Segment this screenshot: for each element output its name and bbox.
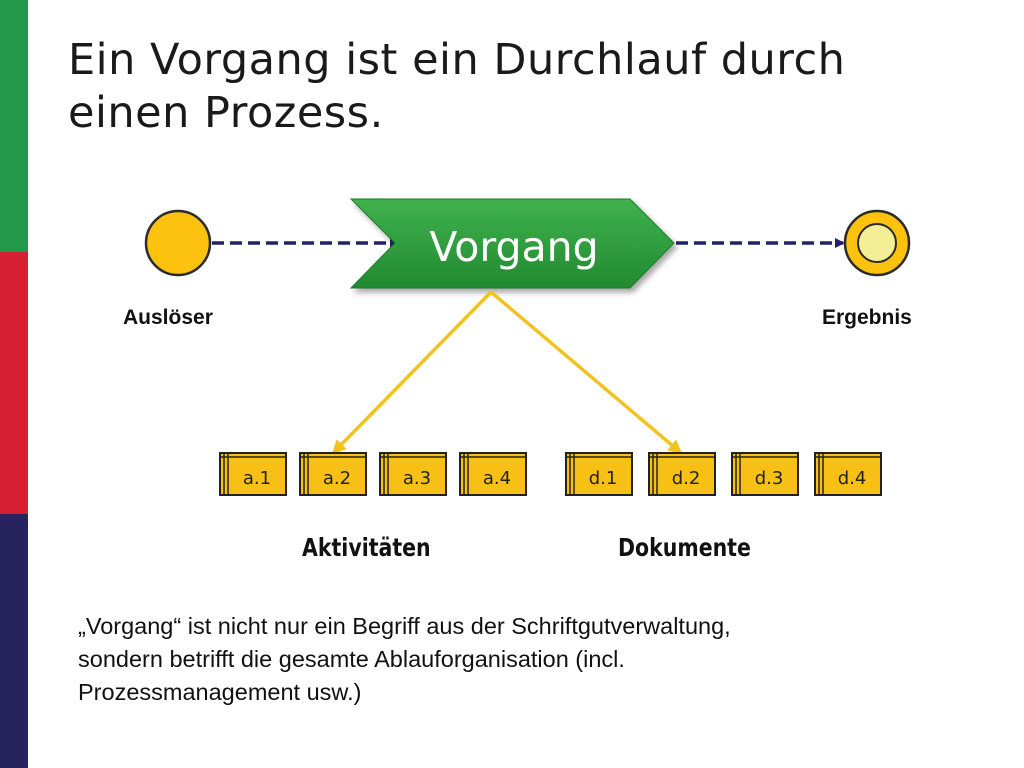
connector-to-documents <box>489 290 683 454</box>
color-sidebar <box>0 0 28 768</box>
document-box-label: d.2 <box>672 468 701 489</box>
activity-box-label: a.4 <box>483 468 511 489</box>
vorgang-label: Vorgang <box>429 223 598 271</box>
activity-box-label: a.2 <box>323 468 351 489</box>
activity-box-2: a.2 <box>299 452 367 496</box>
document-box-3: d.3 <box>731 452 799 496</box>
document-box-label: d.1 <box>589 468 618 489</box>
document-box-label: d.3 <box>755 468 784 489</box>
document-box-2: d.2 <box>648 452 716 496</box>
document-box-1: d.1 <box>565 452 633 496</box>
sidebar-stripe-green <box>0 0 28 252</box>
result-node <box>843 209 911 277</box>
connector-to-activities <box>331 290 493 455</box>
sidebar-stripe-red <box>0 252 28 514</box>
activity-box-1: a.1 <box>219 452 287 496</box>
note-text: „Vorgang“ ist nicht nur ein Begriff aus … <box>78 610 938 709</box>
trigger-node <box>144 209 212 277</box>
trigger-label: Auslöser <box>123 306 213 329</box>
activity-box-label: a.3 <box>403 468 431 489</box>
note-line-2: sondern betrifft die gesamte Ablauforgan… <box>78 646 625 672</box>
activity-box-label: a.1 <box>243 468 271 489</box>
note-line-1: „Vorgang“ ist nicht nur ein Begriff aus … <box>78 613 731 639</box>
activities-label: Aktivitäten <box>302 533 431 562</box>
activity-box-3: a.3 <box>379 452 447 496</box>
activity-boxes: a.1 a.2 a.3 a.4 <box>219 452 527 496</box>
title-line-1: Ein Vorgang ist ein Durchlauf durch <box>68 35 846 85</box>
document-box-label: d.4 <box>838 468 867 489</box>
sidebar-stripe-navy <box>0 514 28 768</box>
documents-label: Dokumente <box>618 533 751 562</box>
note-line-3: Prozessmanagement usw.) <box>78 679 362 705</box>
result-label: Ergebnis <box>822 306 912 329</box>
document-box-4: d.4 <box>814 452 882 496</box>
activity-box-4: a.4 <box>459 452 527 496</box>
title-line-2: einen Prozess. <box>68 88 384 138</box>
slide-title: Ein Vorgang ist ein Durchlauf durch eine… <box>68 34 968 140</box>
vorgang-chevron <box>349 198 675 289</box>
document-boxes: d.1 d.2 d.3 d.4 <box>565 452 882 496</box>
